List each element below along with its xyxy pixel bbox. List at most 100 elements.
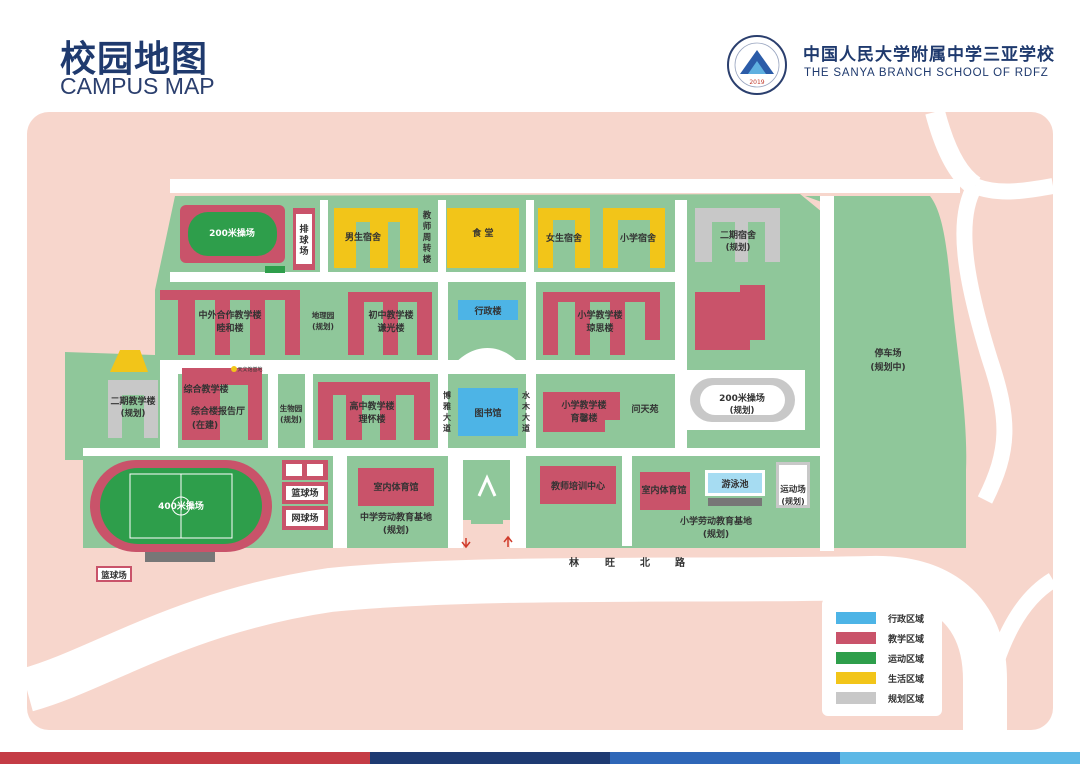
gate-lawn [471, 462, 503, 524]
museum-tag: 天文馆基地 [237, 366, 262, 373]
phase2-dorm-note: (规划) [726, 242, 751, 253]
sports-field-inner [779, 465, 807, 505]
admin-building-label: 行政楼 [473, 305, 501, 317]
auditorium-note: (在建) [192, 419, 218, 431]
auditorium-label: 综合楼报告厅 [191, 405, 245, 417]
sports-field-note: (规划) [781, 496, 804, 506]
parking-note: (规划中) [870, 361, 905, 373]
teacher-apt-label-5: 楼 [423, 254, 432, 265]
footer-bar-red [0, 752, 370, 764]
senior-teaching-name: 理怀楼 [358, 413, 385, 425]
library [458, 388, 518, 436]
volleyball-label-1: 排 [299, 223, 308, 235]
primary-dorm-label: 小学宿舍 [619, 232, 657, 244]
primary-teaching-label-1: 小学教学楼 [576, 309, 622, 321]
legend-swatch [836, 652, 876, 664]
bio-garden-label: 生物园 [280, 403, 303, 413]
girls-dorm-label: 女生宿舍 [546, 232, 583, 244]
primary-teaching-name-2: 育馨楼 [570, 412, 597, 424]
boya-road-3: 大 [443, 412, 451, 422]
track200-marker [265, 266, 285, 273]
indoor-gym-1 [358, 468, 434, 506]
legend-swatch [836, 692, 876, 704]
road-name-3: 北 [640, 556, 650, 569]
shuimu-road-3: 大 [522, 412, 530, 422]
court-1a [286, 464, 302, 476]
bio-garden-note: (规划) [280, 414, 302, 424]
exit-arrow-icon [503, 535, 513, 547]
basketball-1-label: 篮球场 [290, 487, 318, 499]
canteen [447, 208, 519, 268]
volleyball-label-3: 场 [299, 245, 308, 257]
page-subtitle: CAMPUS MAP [60, 73, 215, 99]
primary-teaching-building-1 [543, 292, 660, 355]
legend-label: 运动区域 [888, 653, 924, 665]
primary-teaching-name-1: 琼思楼 [586, 322, 613, 334]
logo-year: 2019 [749, 79, 764, 86]
labor-primary-note: (规划) [703, 528, 729, 540]
teacher-apt-label-1: 教 [422, 210, 432, 221]
legend-label: 行政区域 [887, 613, 924, 625]
indoor-gym-1-label: 室内体育馆 [373, 481, 418, 493]
girls-dorm [538, 208, 590, 268]
track200b-label: 200米操场 [719, 392, 765, 404]
boya-road-2: 雅 [443, 401, 451, 411]
phase2-teaching-label: 二期教学楼 [110, 395, 155, 407]
footer-bar-navy [370, 752, 610, 764]
boys-dorm-label: 男生宿舍 [345, 231, 382, 243]
tennis-court-inner [286, 510, 324, 526]
admin-plaza [448, 348, 526, 372]
teacher-training-label: 教师培训中心 [550, 480, 605, 492]
geo-garden-label: 地理园 [312, 310, 335, 320]
swimming-pool [708, 473, 762, 493]
school-name-cn: 中国人民大学附属中学三亚学校 [803, 45, 1055, 65]
teacher-training-center [540, 466, 616, 504]
page-title: 校园地图 [60, 39, 209, 80]
legend-label: 教学区域 [887, 633, 924, 645]
primary-teaching-label-2: 小学教学楼 [560, 399, 606, 411]
gate-icon [477, 474, 497, 497]
boys-dorm [334, 208, 418, 268]
track200-label: 200米操场 [209, 227, 255, 239]
footer-bar-blue [610, 752, 840, 764]
teacher-apt-label-2: 师 [423, 221, 432, 232]
labor-primary-label: 小学劳动教育基地 [679, 515, 752, 527]
phase2-teaching-building [108, 380, 158, 438]
basketball-court-2-inner [98, 568, 130, 580]
court-1b [307, 464, 323, 476]
teacher-apt-label-3: 周 [423, 232, 432, 243]
boya-road-4: 道 [443, 423, 451, 433]
primary-dorm [603, 208, 665, 268]
legend-swatch [836, 612, 876, 624]
legend-label: 生活区域 [888, 673, 924, 685]
phase2-pavilion [110, 350, 148, 372]
canteen-label: 食 堂 [471, 227, 493, 239]
sino-foreign-label: 中外合作教学楼 [198, 309, 261, 321]
museum-marker-icon [231, 366, 237, 372]
phase2-dorm [695, 208, 780, 262]
pool-label: 游泳池 [721, 478, 748, 490]
comprehensive-building [182, 368, 262, 440]
basketball-court-1-inner [286, 486, 324, 500]
grandstand [145, 552, 215, 562]
phase2-teaching-note: (规划) [121, 408, 146, 419]
teacher-apt-label-4: 转 [423, 243, 432, 254]
shuimu-road-1: 水 [521, 390, 531, 400]
road-name-2: 旺 [605, 557, 615, 569]
library-label: 图书馆 [474, 407, 501, 419]
labor-middle-note: (规划) [383, 524, 409, 536]
track200b-note: (规划) [730, 405, 755, 416]
road-name-1: 林 [569, 556, 580, 569]
pitch-center-circle [171, 496, 191, 516]
indoor-gym-2-label: 室内体育馆 [641, 484, 686, 496]
shuimu-road-2: 木 [521, 401, 531, 411]
roads [20, 109, 1058, 730]
wentian-label: 问天苑 [631, 403, 658, 415]
entrance-arrow-icon [461, 538, 471, 549]
road-east [820, 196, 834, 551]
track200-field [188, 212, 277, 256]
legend-swatch [836, 632, 876, 644]
volleyball-label-2: 球 [299, 234, 309, 246]
sports-field-label: 运动场 [780, 484, 806, 495]
